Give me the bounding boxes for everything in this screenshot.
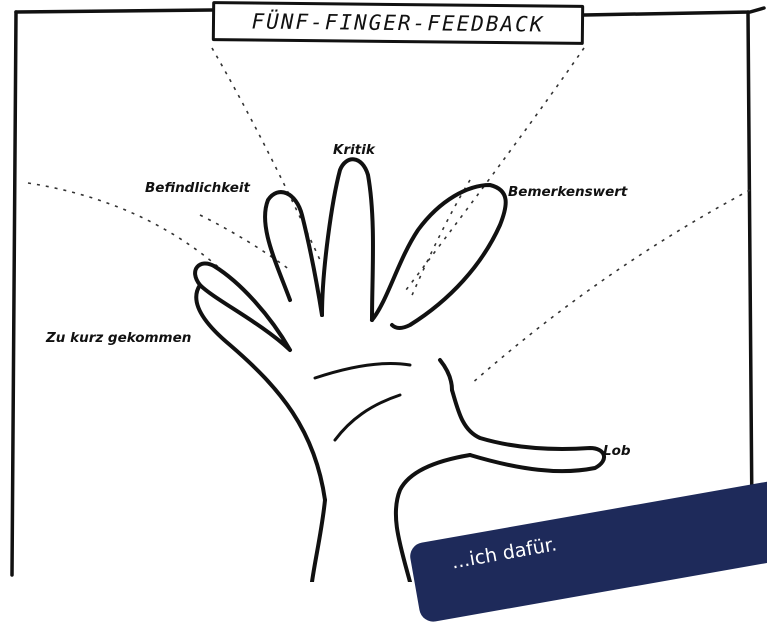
palm-crease-middle	[335, 395, 400, 440]
daumen-outline	[452, 390, 604, 471]
banner-text: ...ich dafür.	[450, 533, 559, 573]
ray-title-right	[406, 48, 584, 290]
index-base	[440, 360, 452, 390]
zeigefinger-outline	[372, 185, 506, 328]
kleiner-finger-outline	[195, 263, 290, 350]
hand-outline	[195, 159, 604, 582]
mittelfinger-outline	[322, 159, 373, 320]
ray-daumen	[470, 190, 750, 385]
ray-kleiner-finger	[28, 183, 290, 350]
label-lob: Lob	[603, 443, 631, 459]
wrist-left	[312, 500, 325, 582]
diagram-canvas: FÜNF-FINGER-FEEDBACK Zu kurz gekommen Be…	[0, 0, 767, 582]
palm-left-edge	[196, 285, 325, 500]
label-zu-kurz-gekommen: Zu kurz gekommen	[46, 330, 191, 346]
diagram-drawing	[0, 0, 767, 582]
palm-crease-top	[315, 363, 410, 378]
ringfinger-outline	[265, 192, 322, 315]
label-kritik: Kritik	[333, 142, 375, 158]
title-box: FÜNF-FINGER-FEEDBACK	[212, 1, 584, 45]
diagram-title: FÜNF-FINGER-FEEDBACK	[251, 9, 544, 36]
label-bemerkenswert: Bemerkenswert	[508, 184, 627, 200]
label-befindlichkeit: Befindlichkeit	[145, 180, 250, 196]
